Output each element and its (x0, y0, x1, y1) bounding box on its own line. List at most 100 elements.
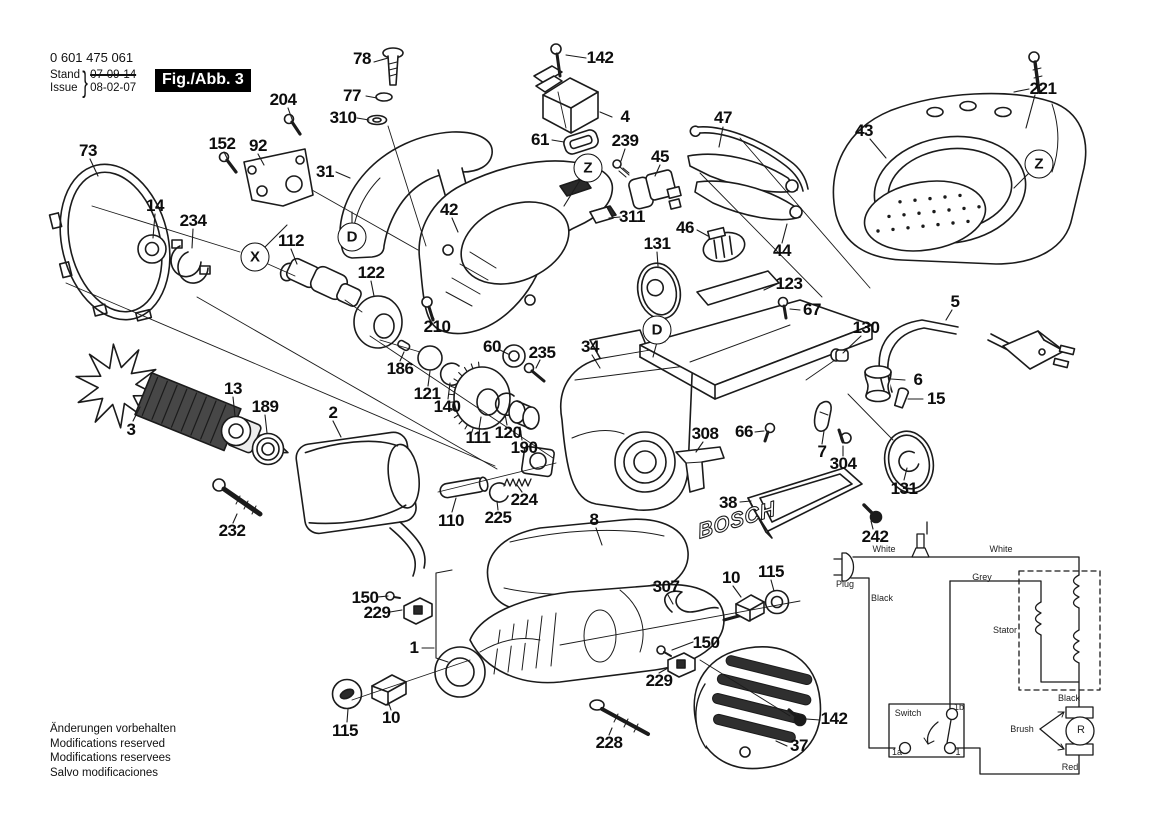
callout-112: 112 (278, 231, 304, 250)
callout-234: 234 (179, 211, 207, 230)
part-15-pin (893, 387, 910, 409)
callout-229: 229 (363, 603, 391, 622)
callout-78: 78 (353, 49, 371, 68)
callout-150: 150 (351, 588, 379, 607)
callout-43: 43 (855, 121, 873, 140)
wiring-label-stator: Stator (992, 625, 1018, 635)
callout-142: 142 (586, 48, 614, 67)
part-45-switch (628, 169, 682, 210)
part-310-washer (366, 114, 388, 126)
wiring-label-red: Red (1061, 762, 1079, 772)
document-part-number: 0 601 475 061 (50, 50, 134, 65)
part-121-oring (417, 345, 443, 371)
part-232-screw (212, 478, 263, 517)
callout-239: 239 (611, 131, 639, 150)
part-2-field (295, 431, 420, 535)
callout-10: 10 (382, 708, 400, 727)
part-4-capacitor (533, 65, 599, 134)
callout-60: 60 (483, 337, 501, 356)
part-46-clip (702, 226, 746, 263)
part-60-bearing (502, 344, 526, 368)
callout-4: 4 (620, 107, 630, 126)
callout-111: 111 (465, 428, 492, 447)
callout-311: 311 (619, 207, 645, 226)
issue-label: Issue (50, 82, 78, 94)
callout-45: 45 (651, 147, 669, 166)
part-78-screw (382, 47, 404, 86)
part-307-cable (664, 590, 719, 613)
part-131-disc-lower (883, 430, 935, 494)
part-308-bracket (675, 446, 725, 493)
callout-8: 8 (589, 510, 599, 529)
callout-10: 10 (722, 568, 740, 587)
callout-308: 308 (691, 424, 719, 443)
wiring-label-white: White (989, 544, 1013, 554)
callout-310: 310 (329, 108, 357, 127)
wiring-label-black: Black (1057, 693, 1081, 703)
callout-140: 140 (433, 397, 461, 416)
wiring-label-1: 1 (955, 747, 961, 757)
callout-38: 38 (719, 493, 737, 512)
leader-lines (89, 54, 1036, 747)
part-92-plate (243, 148, 314, 207)
wiring-connector-242 (911, 521, 930, 558)
callout-73: 73 (79, 141, 97, 160)
callout-110: 110 (438, 511, 464, 530)
part-204-screw (283, 113, 302, 136)
part-66-screw (763, 422, 776, 443)
callout-131: 131 (890, 479, 918, 498)
circled-letter-X: X (240, 242, 270, 272)
part-189-bearing (251, 432, 285, 466)
wiring-label-brush: Brush (1010, 724, 1034, 734)
circled-letter-D: D (642, 315, 672, 345)
part-34-gear-housing (520, 329, 693, 511)
callout-5: 5 (950, 292, 960, 311)
callout-2: 2 (328, 403, 338, 422)
part-13-bearing (220, 415, 252, 447)
stand-label: Stand (50, 69, 81, 81)
footer-line: Salvo modificaciones (50, 766, 159, 779)
part-112-spindle (279, 257, 362, 307)
part-2-wire (399, 521, 426, 569)
part-228-screw (589, 699, 650, 736)
callout-210: 210 (423, 317, 451, 336)
part-2-wire (389, 527, 417, 577)
callout-115: 115 (758, 562, 784, 581)
part-142-screw-top (550, 43, 562, 78)
issue-date: 08-02-07 (90, 82, 137, 94)
stand-issue-block: Stand Issue } 07-09-14 08-02-07 (50, 67, 137, 97)
part-14-bearing (137, 234, 167, 264)
part-44-levers (687, 153, 803, 221)
callout-61: 61 (531, 130, 549, 149)
callout-228: 228 (595, 733, 623, 752)
callout-204: 204 (269, 90, 297, 109)
callout-92: 92 (249, 136, 267, 155)
part-152-screw (218, 151, 238, 174)
wiring-label-1a: 1a (891, 747, 903, 757)
part-224-spring (503, 478, 532, 487)
callout-224: 224 (510, 490, 538, 509)
callout-31: 31 (316, 162, 334, 181)
part-6-grommet (864, 365, 892, 403)
callout-121: 121 (413, 384, 441, 403)
part-131-disc-upper (636, 262, 682, 320)
callout-34: 34 (581, 337, 599, 356)
callout-150: 150 (692, 633, 720, 652)
callout-115: 115 (332, 721, 358, 740)
callout-37: 37 (790, 736, 808, 755)
callout-123: 123 (775, 274, 803, 293)
wiring-label-r: R (1077, 724, 1085, 736)
callout-307: 307 (652, 577, 680, 596)
callout-304: 304 (829, 454, 857, 473)
callout-77: 77 (343, 86, 361, 105)
figure-label: Fig./Abb. 3 (155, 69, 251, 92)
part-37-end-cap (693, 646, 822, 770)
callout-221: 221 (1029, 79, 1057, 98)
callout-142: 142 (820, 709, 848, 728)
part-123-label-plate (696, 270, 780, 306)
part-43-cover (832, 92, 1087, 265)
circled-letter-Z: Z (1024, 149, 1054, 179)
callout-66: 66 (735, 422, 753, 441)
part-115b-cap (331, 678, 363, 710)
